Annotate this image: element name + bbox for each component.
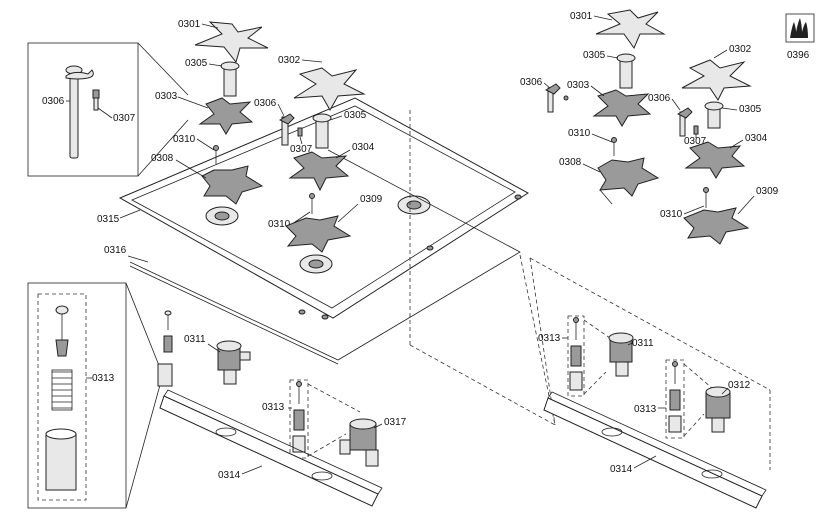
burner-0303-right [592,89,652,127]
label-0307-c: 0307 [684,136,707,147]
valve-0312 [705,386,731,433]
label-0312: 0312 [728,380,751,391]
inset-detail-top [27,42,189,177]
label-0307-b: 0307 [290,144,313,155]
pan-support-0301-right [595,9,666,50]
label-0305-b: 0305 [344,110,367,121]
label-0304-b: 0304 [745,133,768,144]
label-0302-b: 0302 [729,44,752,55]
label-0301-b: 0301 [570,11,593,22]
burner-0304-left [288,151,350,192]
label-0314-b: 0314 [610,464,633,475]
label-0316: 0316 [104,245,127,256]
pan-support-0301-left [194,21,269,64]
label-0304-a: 0304 [352,142,375,153]
valve-0311-left [216,340,251,385]
pan-support-0302-left [293,67,366,112]
label-0303-a: 0303 [155,91,178,102]
label-0306-a: 0306 [42,96,65,107]
label-0311-b: 0311 [632,338,654,349]
gasket-0316 [129,149,521,365]
label-0315: 0315 [97,214,120,225]
label-0314-a: 0314 [218,470,241,481]
burner-0303-left [198,97,254,135]
label-0306-c: 0306 [520,77,543,88]
label-0306-d: 0306 [648,93,671,104]
label-0310-d: 0310 [660,209,683,220]
label-0310-c: 0310 [568,128,591,139]
label-0313-a: 0313 [92,373,115,384]
burner-base-0309-left [285,215,352,253]
label-0313-d: 0313 [634,404,657,415]
cooktop-plate-0315 [118,97,529,320]
burner-0304-right [684,141,746,179]
inset-detail-bottom [27,282,161,509]
frame-rail-0314-right [543,391,767,509]
flame-logo-icon [785,13,815,43]
label-0306-b: 0306 [254,98,277,109]
label-0313-b: 0313 [262,402,285,413]
label-0301-a: 0301 [178,19,201,30]
label-0313-c: 0313 [538,333,561,344]
burner-base-0308-left [201,165,264,205]
label-0396: 0396 [787,50,810,61]
label-0311-a: 0311 [184,334,206,345]
label-0310-a: 0310 [173,134,196,145]
label-0309-b: 0309 [756,186,779,197]
label-0305-d: 0305 [739,104,762,115]
label-0307-a: 0307 [113,113,136,124]
valve-0317 [339,418,379,467]
label-0317: 0317 [384,417,407,428]
label-0303-b: 0303 [567,80,590,91]
label-0310-b: 0310 [268,219,291,230]
pan-support-0302-right [681,59,752,101]
valve-0311-right [608,332,634,377]
burner-base-0308-right [597,157,660,197]
label-0302-a: 0302 [278,55,301,66]
frame-rail-0314-left [159,389,383,507]
label-0305-a: 0305 [185,58,208,69]
label-0309-a: 0309 [360,194,383,205]
label-0308-b: 0308 [559,157,582,168]
label-0305-c: 0305 [583,50,606,61]
burner-base-0309-right [683,207,750,245]
label-0308-a: 0308 [151,153,174,164]
